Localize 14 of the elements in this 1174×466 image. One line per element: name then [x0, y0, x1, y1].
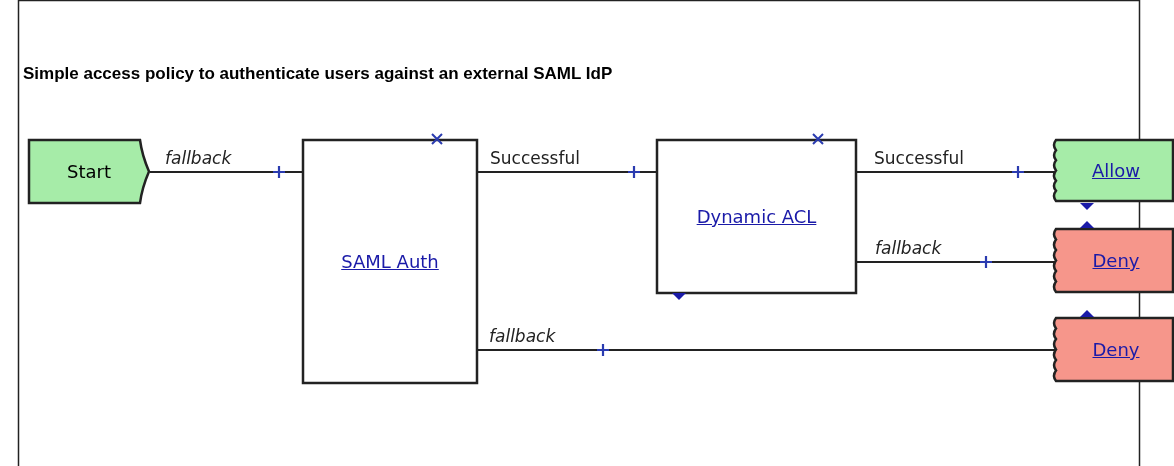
node-link: Dynamic ACL	[696, 206, 817, 227]
node-link: SAML Auth	[341, 251, 439, 272]
node-link: Allow	[1091, 160, 1141, 181]
connector-line	[149, 171, 303, 173]
edge-label: fallback	[875, 238, 942, 258]
node-link: Deny	[1092, 339, 1140, 360]
node-label: Start	[67, 161, 111, 182]
edge-label: Successful	[874, 148, 964, 168]
edge-label: fallback	[489, 326, 556, 346]
edge-label: Successful	[490, 148, 580, 168]
connector-line	[477, 171, 657, 173]
edge-label: fallback	[165, 148, 232, 168]
diagram-title: Simple access policy to authenticate users against an external SAML IdP	[23, 64, 613, 84]
node-link: Deny	[1092, 250, 1140, 271]
